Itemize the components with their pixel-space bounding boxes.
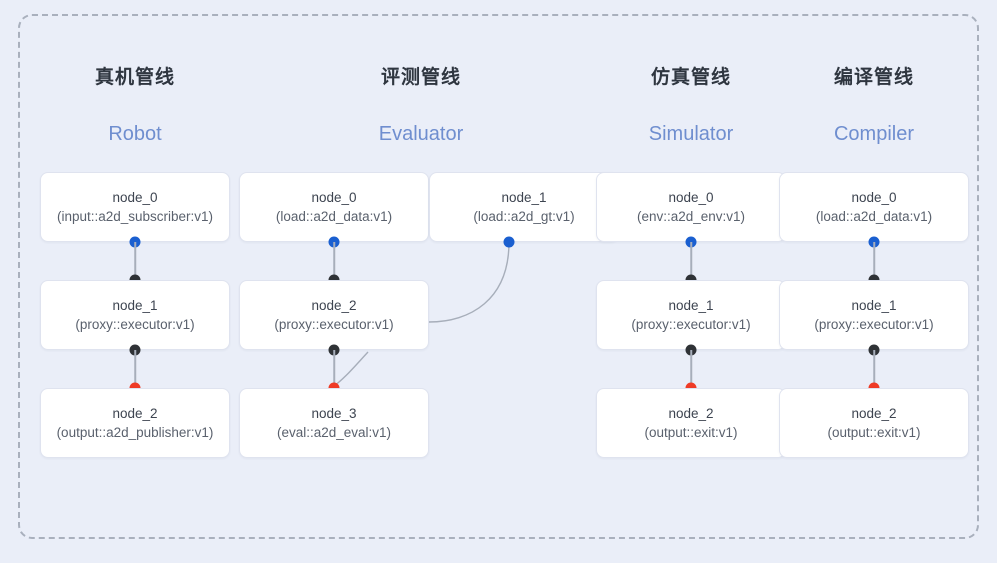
node-name: node_2 [851,406,897,421]
node-name: node_1 [668,298,714,313]
node-simulator-1[interactable]: node_1 (proxy::executor:v1) [596,280,786,350]
node-simulator-2[interactable]: node_2 (output::exit:v1) [596,388,786,458]
node-name: node_3 [311,406,357,421]
column-title-en-simulator: Simulator [648,123,734,145]
node-name: node_0 [112,190,158,205]
node-robot-0[interactable]: node_0 (input::a2d_subscriber:v1) [40,172,230,242]
node-name: node_0 [851,190,897,205]
node-name: node_2 [311,298,357,313]
node-spec: (load::a2d_data:v1) [815,209,933,224]
link-compiler-0-1 [873,242,875,280]
column-title-en-compiler: Compiler [833,123,915,145]
node-compiler-0[interactable]: node_0 (load::a2d_data:v1) [779,172,969,242]
column-header-compiler: 编译管线 Compiler [754,62,994,146]
node-robot-1[interactable]: node_1 (proxy::executor:v1) [40,280,230,350]
column-title-cn-compiler: 编译管线 [833,67,914,88]
link-evaluator-0-2 [333,242,335,280]
link-simulator-1-2 [690,350,692,388]
node-spec: (output::exit:v1) [644,425,738,440]
column-header-evaluator: 评测管线 Evaluator [301,62,541,146]
column-header-simulator: 仿真管线 Simulator [571,62,811,146]
node-spec: (load::a2d_gt:v1) [473,209,575,224]
port-output-evaluator-gt[interactable] [503,236,515,248]
column-title-en-robot: Robot [108,123,162,145]
node-name: node_0 [311,190,357,205]
node-spec: (output::exit:v1) [827,425,921,440]
link-robot-0-1 [134,242,136,280]
node-spec: (proxy::executor:v1) [814,317,934,332]
column-header-robot: 真机管线 Robot [15,62,255,146]
node-spec: (output::a2d_publisher:v1) [56,425,214,440]
node-spec: (proxy::executor:v1) [75,317,195,332]
node-spec: (proxy::executor:v1) [631,317,751,332]
node-spec: (load::a2d_data:v1) [275,209,393,224]
node-name: node_1 [851,298,897,313]
node-name: node_2 [112,406,158,421]
column-title-cn-evaluator: 评测管线 [380,67,461,88]
node-spec: (input::a2d_subscriber:v1) [56,209,214,224]
link-simulator-0-1 [690,242,692,280]
node-name: node_2 [668,406,714,421]
node-spec: (eval::a2d_eval:v1) [276,425,392,440]
node-compiler-1[interactable]: node_1 (proxy::executor:v1) [779,280,969,350]
link-evaluator-2-3 [333,350,335,388]
node-spec: (env::a2d_env:v1) [636,209,746,224]
node-simulator-0[interactable]: node_0 (env::a2d_env:v1) [596,172,786,242]
node-evaluator-0[interactable]: node_0 (load::a2d_data:v1) [239,172,429,242]
column-title-en-evaluator: Evaluator [378,123,464,145]
node-name: node_1 [112,298,158,313]
node-evaluator-gt[interactable]: node_1 (load::a2d_gt:v1) [429,172,619,242]
node-robot-2[interactable]: node_2 (output::a2d_publisher:v1) [40,388,230,458]
diagram-dashed-frame [18,14,979,539]
link-robot-1-2 [134,350,136,388]
node-name: node_0 [668,190,714,205]
node-compiler-2[interactable]: node_2 (output::exit:v1) [779,388,969,458]
column-title-cn-simulator: 仿真管线 [650,67,731,88]
link-compiler-1-2 [873,350,875,388]
node-spec: (proxy::executor:v1) [274,317,394,332]
node-name: node_1 [501,190,547,205]
node-evaluator-2[interactable]: node_2 (proxy::executor:v1) [239,280,429,350]
node-evaluator-3[interactable]: node_3 (eval::a2d_eval:v1) [239,388,429,458]
column-title-cn-robot: 真机管线 [94,67,175,88]
